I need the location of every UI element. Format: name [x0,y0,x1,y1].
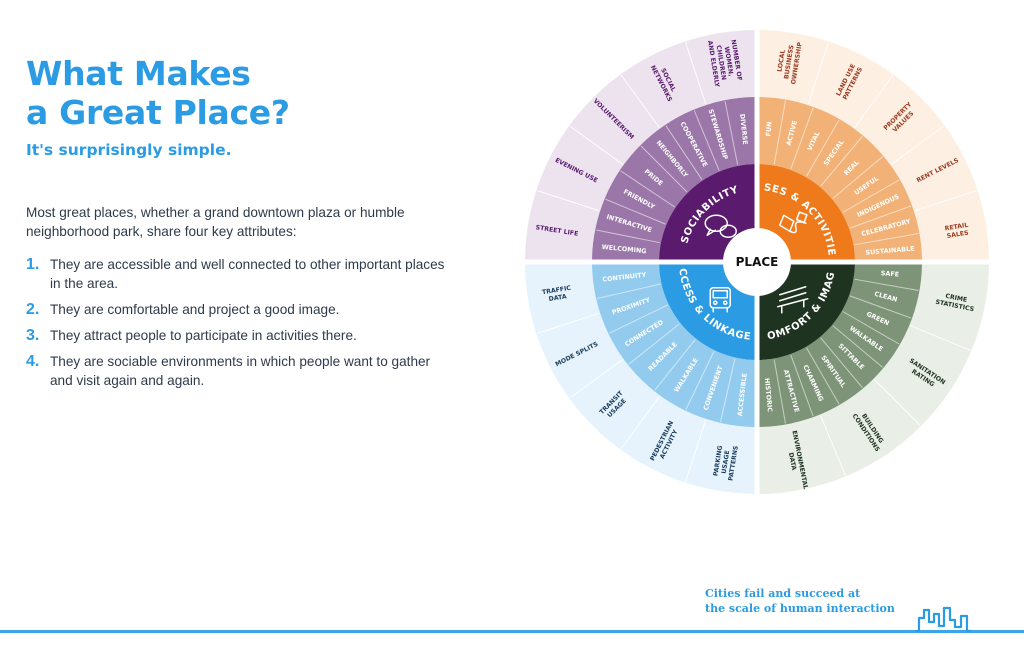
measurement-ring-segment [525,30,755,260]
title-line-1: What Makes [26,54,251,93]
attribute-text: They are sociable environments in which … [50,354,431,388]
attribute-text: They are accessible and well connected t… [50,257,445,291]
bench-icon [777,286,809,314]
intangible-label: SAFE [881,269,900,279]
page-title: What Makes a Great Place? [26,54,466,132]
intangible-label: HISTORIC [763,378,774,413]
measurement-label: TRAFFICDATA [542,285,573,304]
measurement-ring-segment [759,30,989,260]
key-attribute-segment [659,264,755,360]
attribute-item: 1. They are accessible and well connecte… [26,255,446,293]
attribute-text: They are comfortable and project a good … [50,302,340,317]
place-center: PLACE [723,228,791,296]
tagline-line-1: Cities fail and succeed at [705,587,861,600]
key-attribute-segment [759,264,855,360]
attribute-item: 4. They are sociable environments in whi… [26,352,446,390]
intro-panel: What Makes a Great Place? It's surprisin… [26,54,466,397]
attribute-list: 1. They are accessible and well connecte… [26,255,446,390]
tagline: Cities fail and succeed at the scale of … [705,586,895,616]
intangible-ring-segment [759,97,922,260]
quadrant-sociability: WELCOMINGINTERACTIVEFRIENDLYPRIDENEIGHBO… [525,30,755,260]
attribute-item: 2. They are comfortable and project a go… [26,300,446,319]
attribute-text: They attract people to participate in ac… [50,328,357,343]
tagline-line-2: the scale of human interaction [705,602,895,615]
intro-paragraph: Most great places, whether a grand downt… [26,205,405,239]
intangible-ring-segment [592,264,755,427]
page-subtitle: It's surprisingly simple. [26,141,232,159]
speech-bubbles-icon [704,214,737,238]
intangible-label: FUN [764,121,773,137]
measurement-ring-segment [525,264,755,494]
intangible-label: DIVERSE [738,113,749,145]
attribute-number: 1. [26,256,40,273]
place-center-label: PLACE [736,255,779,269]
measurement-ring-segment [759,264,989,494]
measurement-label: RETAILSALES [944,222,970,240]
bottom-rule [0,630,1024,633]
key-attribute-segment [659,164,755,260]
intangible-ring-segment [759,264,922,427]
attribute-number: 4. [26,353,40,370]
attribute-number: 3. [26,327,40,344]
title-line-2: a Great Place? [26,93,290,132]
kite-icon [779,211,808,234]
attribute-item: 3. They attract people to participate in… [26,326,446,345]
bus-icon [709,287,731,313]
city-skyline-icon [915,606,971,632]
key-attribute-segment [759,164,855,260]
attribute-number: 2. [26,301,40,318]
